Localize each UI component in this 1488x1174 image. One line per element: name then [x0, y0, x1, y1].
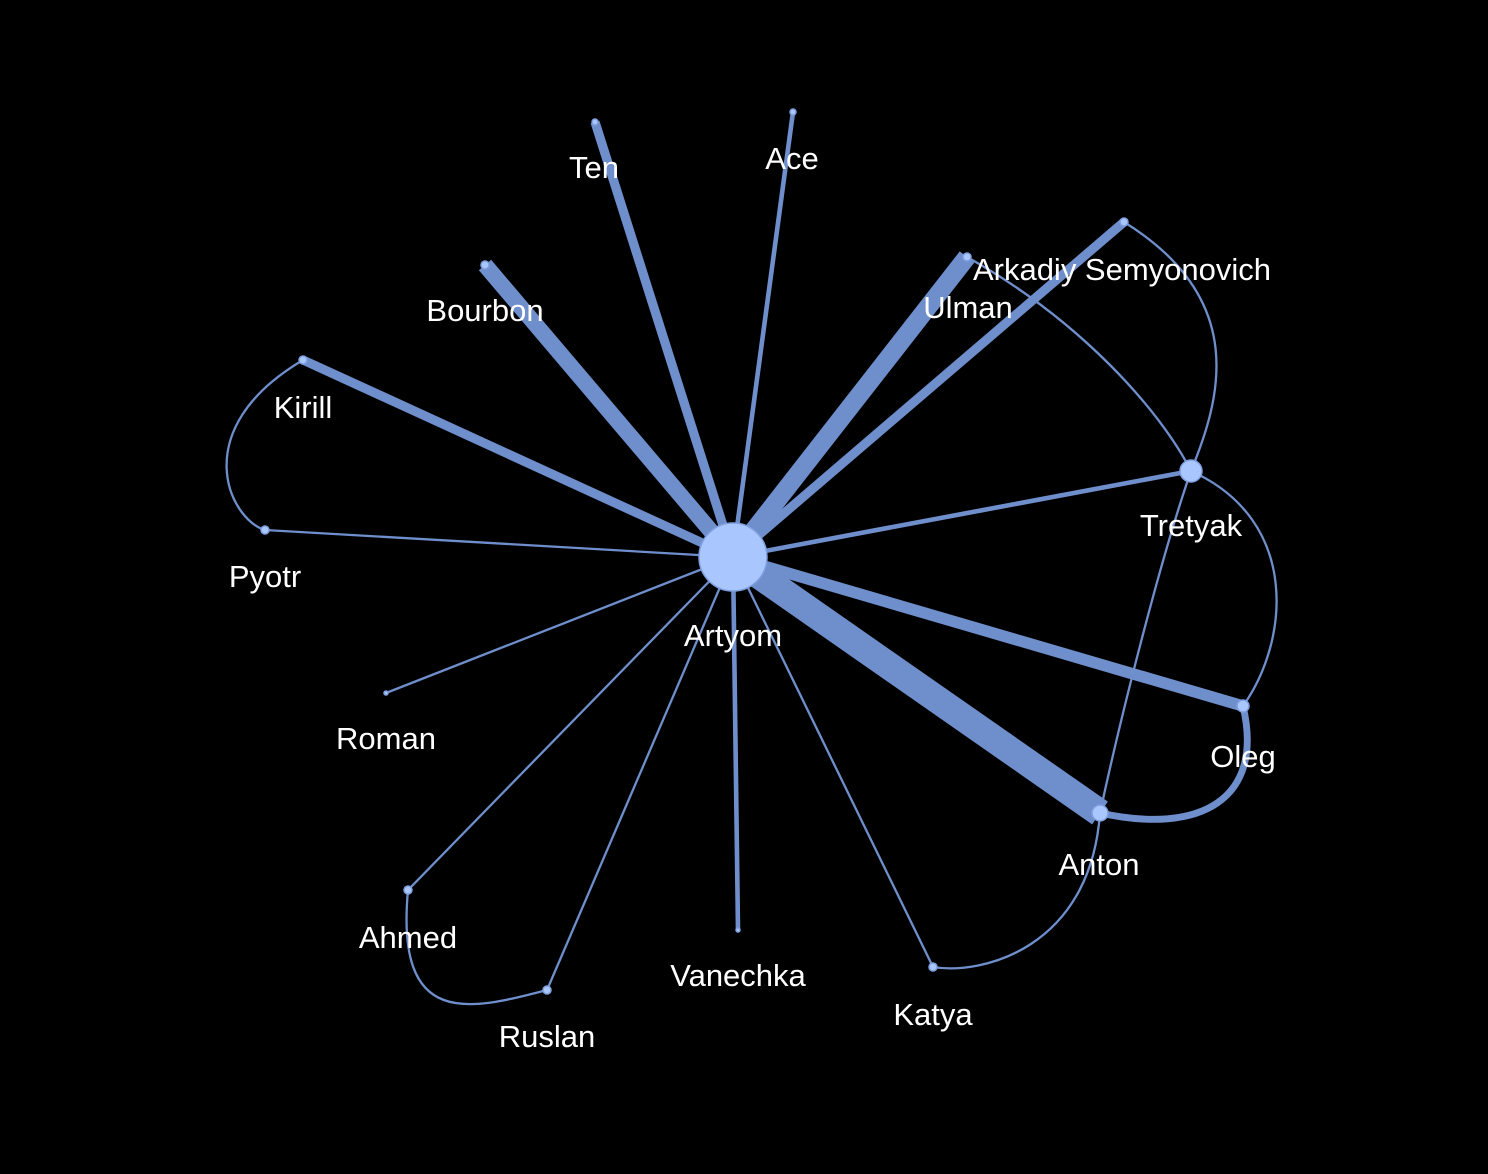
- node-label-arkadiy: Arkadiy Semyonovich: [973, 252, 1271, 287]
- node-arkadiy: [1119, 217, 1129, 227]
- edge-artyom-ruslan: [545, 556, 735, 991]
- edge-layer: [225, 111, 1278, 1006]
- node-layer: [260, 108, 1250, 995]
- node-label-bourbon: Bourbon: [426, 293, 543, 328]
- edge-artyom-anton: [725, 545, 1108, 825]
- node-ahmed: [403, 885, 413, 895]
- edge-artyom-oleg: [731, 551, 1245, 712]
- edge-artyom-ten: [590, 120, 738, 559]
- node-vanechka: [735, 927, 741, 933]
- edge-artyom-vanechka: [730, 556, 741, 931]
- edge-artyom-ahmed: [407, 556, 734, 891]
- node-ten: [591, 118, 599, 126]
- edge-artyom-katya: [731, 556, 935, 968]
- node-label-oleg: Oleg: [1210, 739, 1275, 774]
- node-label-pyotr: Pyotr: [229, 559, 301, 594]
- node-oleg: [1236, 699, 1250, 713]
- edge-artyom-bourbon: [478, 259, 740, 563]
- edge-anton-katya: [932, 812, 1102, 970]
- node-label-ten: Ten: [569, 150, 619, 185]
- node-anton: [1091, 804, 1109, 822]
- node-label-katya: Katya: [893, 997, 973, 1032]
- edge-artyom-roman: [385, 555, 734, 695]
- node-label-ace: Ace: [765, 141, 818, 176]
- edge-tretyak-anton: [1098, 470, 1193, 814]
- node-pyotr: [260, 525, 270, 535]
- node-label-ahmed: Ahmed: [359, 920, 457, 955]
- node-label-tretyak: Tretyak: [1140, 508, 1243, 543]
- node-kirill: [298, 355, 308, 365]
- edge-ahmed-ruslan: [405, 889, 548, 1006]
- edge-tretyak-oleg: [1190, 469, 1278, 707]
- node-label-ulman: Ulman: [923, 290, 1013, 325]
- edge-kirill-pyotr: [225, 359, 304, 532]
- node-ace: [789, 108, 797, 116]
- edge-artyom-arkadiy: [730, 218, 1127, 561]
- node-bourbon: [480, 260, 490, 270]
- node-label-artyom: Artyom: [684, 618, 782, 653]
- node-label-anton: Anton: [1058, 847, 1139, 882]
- node-label-vanechka: Vanechka: [670, 958, 806, 993]
- node-ruslan: [542, 985, 552, 995]
- edge-artyom-ace: [730, 111, 796, 558]
- edge-artyom-pyotr: [264, 528, 734, 559]
- edge-artyom-ulman: [725, 251, 975, 563]
- node-label-roman: Roman: [336, 721, 436, 756]
- node-tretyak: [1179, 459, 1203, 483]
- node-label-kirill: Kirill: [274, 390, 333, 425]
- node-katya: [928, 962, 938, 972]
- node-label-ruslan: Ruslan: [499, 1019, 596, 1054]
- edge-artyom-kirill: [301, 355, 735, 562]
- node-roman: [383, 690, 389, 696]
- edge-artyom-tretyak: [732, 468, 1192, 560]
- edge-ulman-tretyak: [966, 255, 1193, 472]
- node-ulman: [962, 252, 972, 262]
- edge-oleg-anton: [1099, 705, 1251, 823]
- node-artyom: [698, 522, 768, 592]
- edge-arkadiy-tretyak: [1123, 221, 1218, 472]
